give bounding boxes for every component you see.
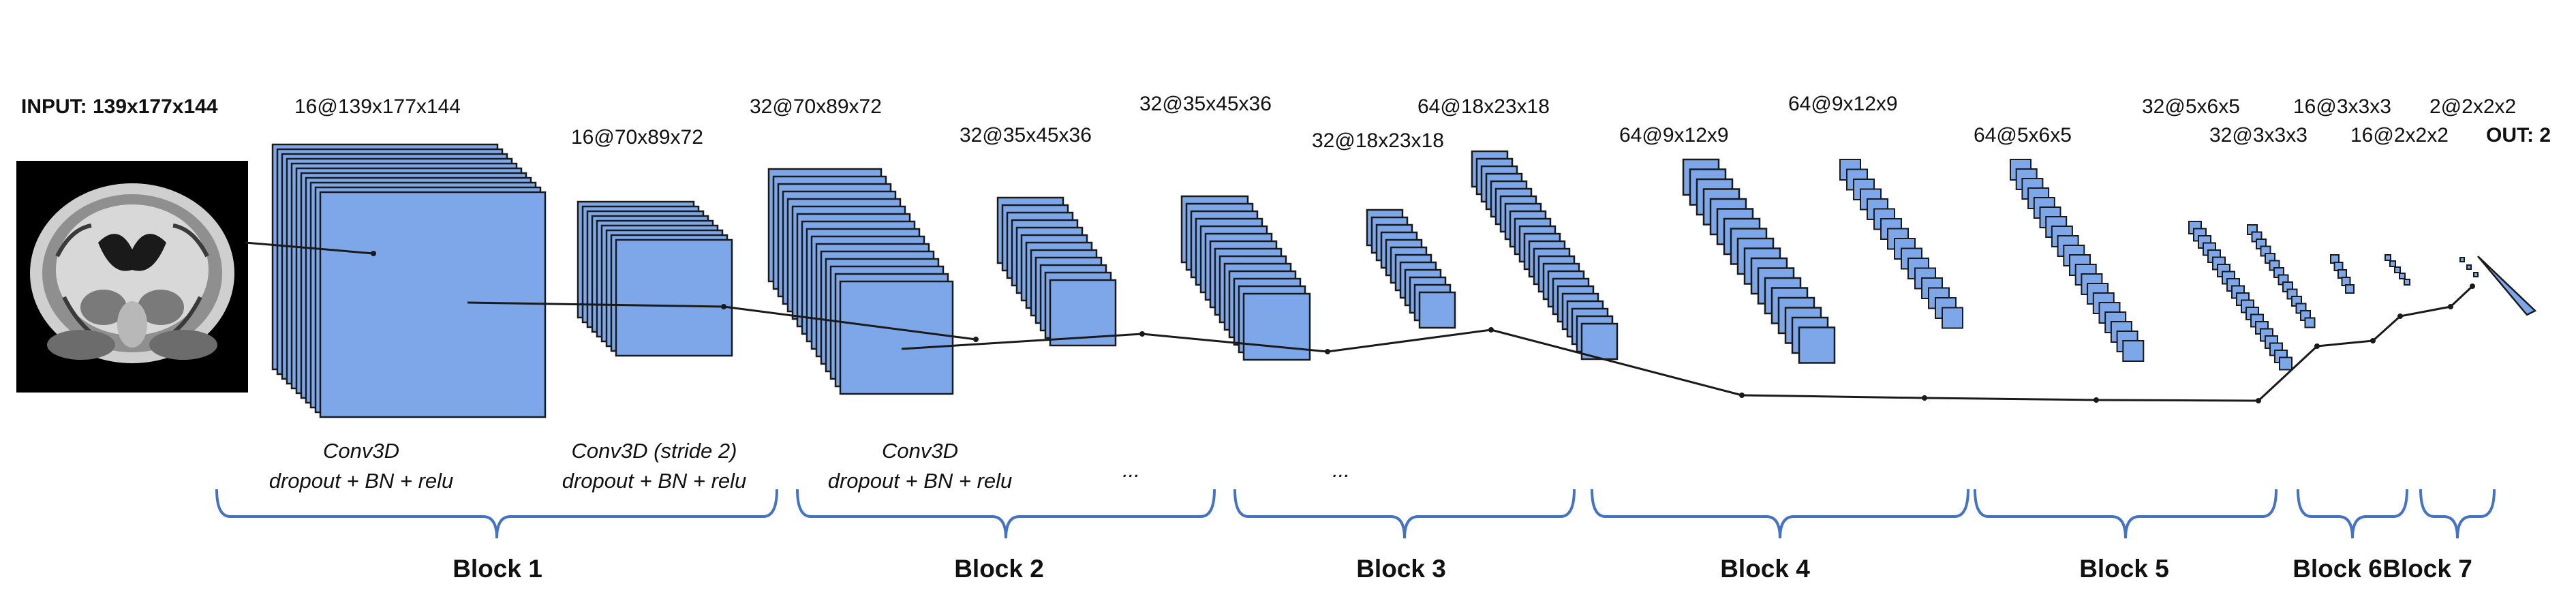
block-label: Block 3: [1356, 555, 1446, 583]
connector-line: [1327, 328, 1492, 353]
dim-label: 64@5x6x5: [1974, 124, 2072, 147]
feature-map: [615, 239, 733, 357]
op-subtitle: dropout + BN + relu: [827, 469, 1013, 493]
op-label-conv3d-2: Conv3D dropout + BN + relu: [784, 436, 1056, 496]
feature-map: [2122, 340, 2145, 362]
connector-line: [2096, 399, 2259, 402]
connector-dot: [371, 251, 376, 256]
block-label: Block 2: [954, 555, 1044, 583]
feature-map-stack: [2330, 254, 2355, 294]
block-label: Block 1: [453, 555, 542, 583]
feature-map-stack: [2188, 221, 2293, 371]
connector-line: [2399, 305, 2451, 318]
feature-map: [2459, 257, 2465, 262]
ellipsis: ...: [1332, 458, 1350, 482]
connector-dot: [2470, 283, 2475, 289]
op-label-conv3d: Conv3D dropout + BN + relu: [225, 436, 497, 496]
feature-map-stack: [996, 196, 1117, 347]
dim-label: 64@9x12x9: [1619, 124, 1729, 147]
feature-map: [1580, 322, 1619, 360]
feature-map: [839, 280, 954, 395]
feature-map: [1049, 279, 1117, 347]
dim-label: 16@70x89x72: [571, 126, 703, 149]
output-layer: [2477, 256, 2537, 316]
feature-map: [2304, 317, 2316, 328]
dim-label: 64@9x12x9: [1788, 93, 1898, 115]
feature-map-stack: [577, 200, 733, 357]
block-brace: [1974, 489, 2278, 539]
connector-dot: [973, 337, 979, 342]
connector-line: [2449, 285, 2474, 308]
output-label: OUT: 2: [2486, 124, 2551, 147]
feature-map-stack: [2459, 257, 2479, 277]
feature-map-stack: [767, 168, 954, 395]
block-label: Block 7: [2382, 555, 2472, 583]
op-title: Conv3D: [882, 439, 958, 463]
feature-map: [2399, 273, 2406, 279]
block-brace: [796, 489, 1216, 539]
input-mri-image: [16, 161, 248, 393]
feature-map: [2394, 266, 2401, 273]
feature-map-stack: [2385, 254, 2410, 286]
dim-label: 32@18x23x18: [1312, 129, 1444, 152]
dim-label: 32@70x89x72: [750, 95, 882, 118]
connector-line: [2316, 339, 2374, 348]
op-title: Conv3D (stride 2): [571, 439, 737, 463]
brain-slice-icon: [30, 183, 234, 363]
op-title: Conv3D: [323, 439, 399, 463]
feature-map: [1942, 307, 1963, 329]
op-label-conv3d-stride2: Conv3D (stride 2) dropout + BN + relu: [518, 436, 791, 496]
block-label: Block 6: [2293, 555, 2382, 583]
dim-label: 32@3x3x3: [2209, 124, 2307, 147]
feature-map: [2279, 356, 2293, 371]
feature-map-stack: [1366, 209, 1456, 329]
dim-label: 16@3x3x3: [2293, 95, 2391, 118]
block-brace: [1233, 489, 1576, 539]
dim-label: 32@35x45x36: [1139, 93, 1272, 115]
dim-label: 16@139x177x144: [294, 95, 461, 118]
feature-map: [2389, 260, 2396, 267]
dim-label: 2@2x2x2: [2429, 95, 2517, 118]
feature-map-stack: [1682, 158, 1836, 364]
feature-map: [2473, 272, 2479, 277]
feature-map: [2404, 279, 2410, 286]
dim-label: 32@35x45x36: [960, 124, 1092, 147]
connector-line: [1141, 333, 1328, 353]
block-brace: [1591, 489, 1969, 539]
feature-map-stack: [2010, 159, 2145, 362]
connector-line: [901, 333, 1143, 350]
connector-line: [723, 305, 977, 341]
input-label: INPUT: 139x177x144: [21, 95, 218, 118]
feature-map: [1798, 326, 1836, 364]
dim-label: 32@5x6x5: [2142, 95, 2240, 118]
ellipsis: ...: [1122, 458, 1140, 482]
feature-map-stack: [1839, 159, 1963, 329]
block-brace: [2297, 489, 2408, 539]
feature-map: [2385, 254, 2391, 261]
feature-map-stack: [1180, 195, 1311, 361]
dim-label: 64@18x23x18: [1417, 95, 1550, 118]
feature-map: [2466, 264, 2472, 270]
connector-line: [467, 301, 724, 308]
feature-map: [1418, 291, 1456, 329]
block-label: Block 5: [2079, 555, 2169, 583]
feature-map: [319, 191, 547, 418]
feature-map-stack: [271, 143, 547, 418]
dim-label: 16@2x2x2: [2350, 124, 2449, 147]
connector-line: [2257, 345, 2318, 402]
connector-line: [1924, 397, 2097, 401]
feature-map-stack: [2247, 224, 2316, 328]
block-label: Block 4: [1720, 555, 1810, 583]
connector-line: [1741, 394, 1925, 399]
connector-line: [245, 241, 374, 255]
block-brace: [2419, 489, 2496, 539]
op-subtitle: dropout + BN + relu: [269, 469, 454, 493]
feature-map: [2345, 284, 2355, 294]
connector-line: [2372, 315, 2402, 342]
op-subtitle: dropout + BN + relu: [562, 469, 747, 493]
connector-line: [1490, 328, 1743, 397]
block-brace: [215, 489, 778, 539]
feature-map-stack: [1471, 150, 1619, 360]
